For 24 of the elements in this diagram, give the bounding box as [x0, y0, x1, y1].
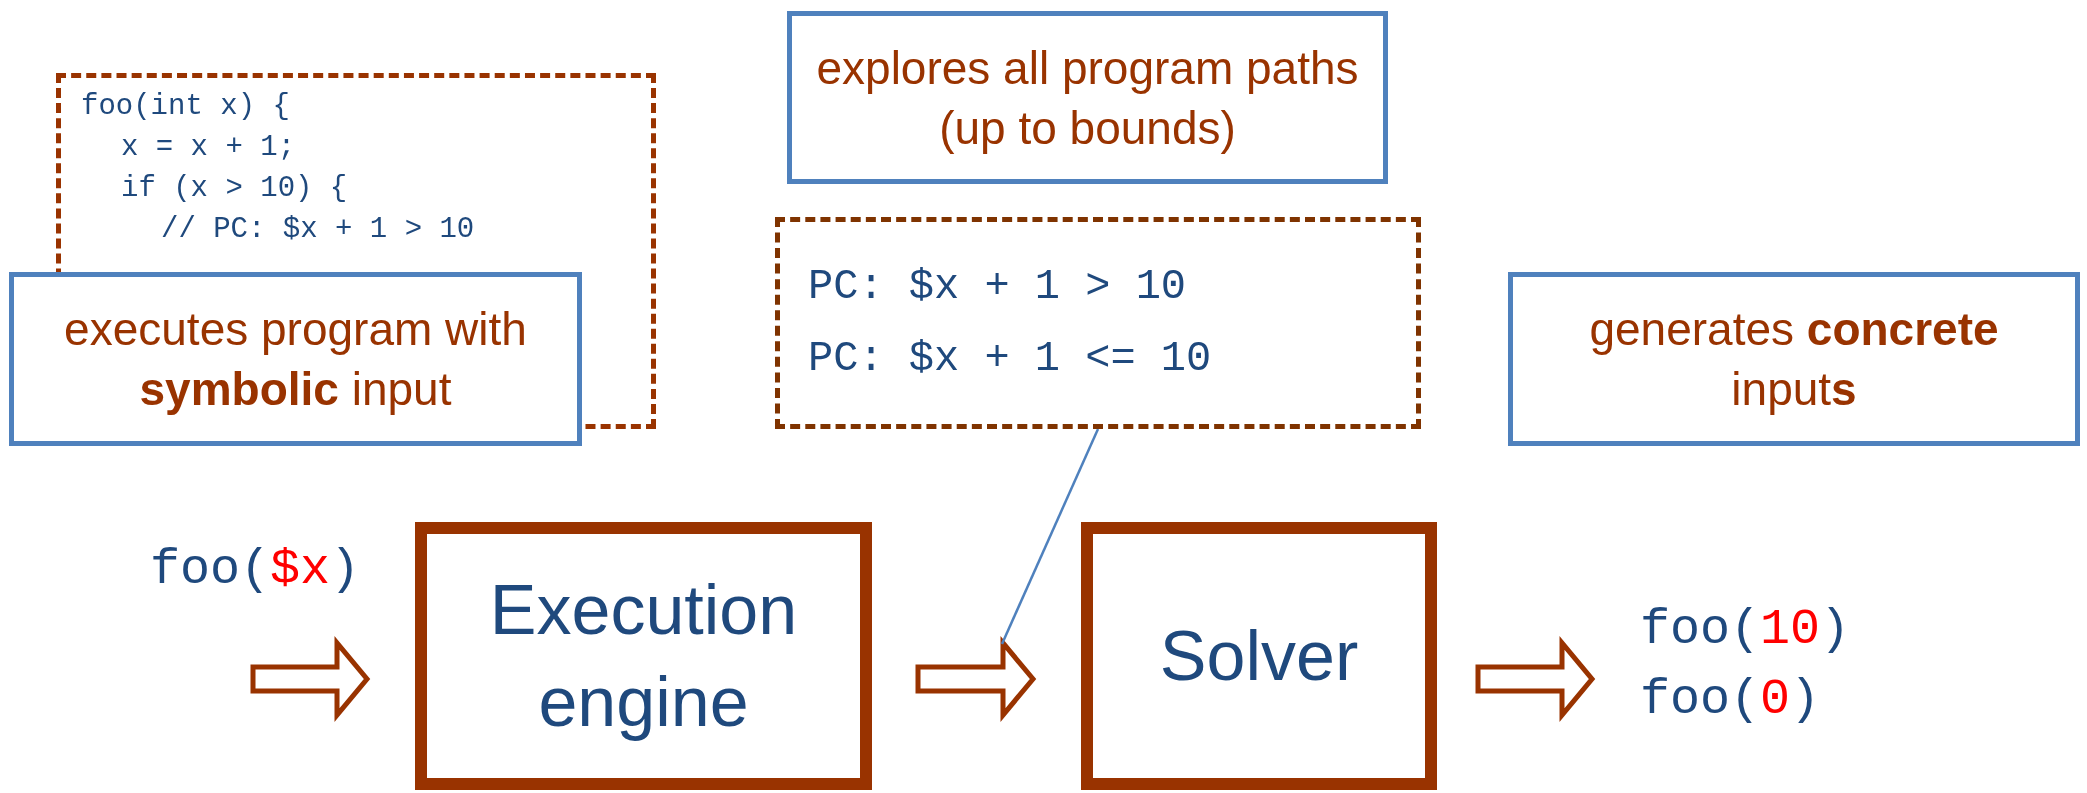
path-condition: PC: $x + 1 <= 10: [808, 334, 1212, 385]
block-arrow: [1475, 636, 1596, 722]
callout-tooltip: [9, 272, 582, 446]
box-title: Solver: [1158, 616, 1360, 697]
process-box: [1081, 522, 1437, 790]
block-arrow: [250, 636, 371, 722]
process-box: [415, 522, 872, 790]
callout-box: [787, 11, 1388, 184]
code-line: foo(int x) {: [80, 89, 291, 125]
code-line: // PC: $x + 1 > 10: [160, 212, 476, 248]
callout-text: executes program with symbolic input: [63, 302, 528, 417]
function-call: foo(0): [1640, 670, 1821, 730]
callout-box: [1508, 272, 2080, 446]
function-call: foo(10): [1640, 600, 1851, 660]
function-call: foo($x): [150, 540, 361, 600]
code-line: x = x + 1;: [120, 130, 297, 166]
path-condition-box: [775, 217, 1421, 429]
block-arrow: [915, 636, 1037, 722]
box-title: Execution engine: [488, 570, 799, 743]
callout-text: explores all program paths (up to bounds): [815, 40, 1360, 156]
callout-text: generates concrete inputs: [1588, 302, 2000, 417]
path-condition: PC: $x + 1 > 10: [808, 262, 1187, 313]
leader-line: [1000, 428, 1100, 645]
code-line: if (x > 10) {: [120, 171, 349, 207]
